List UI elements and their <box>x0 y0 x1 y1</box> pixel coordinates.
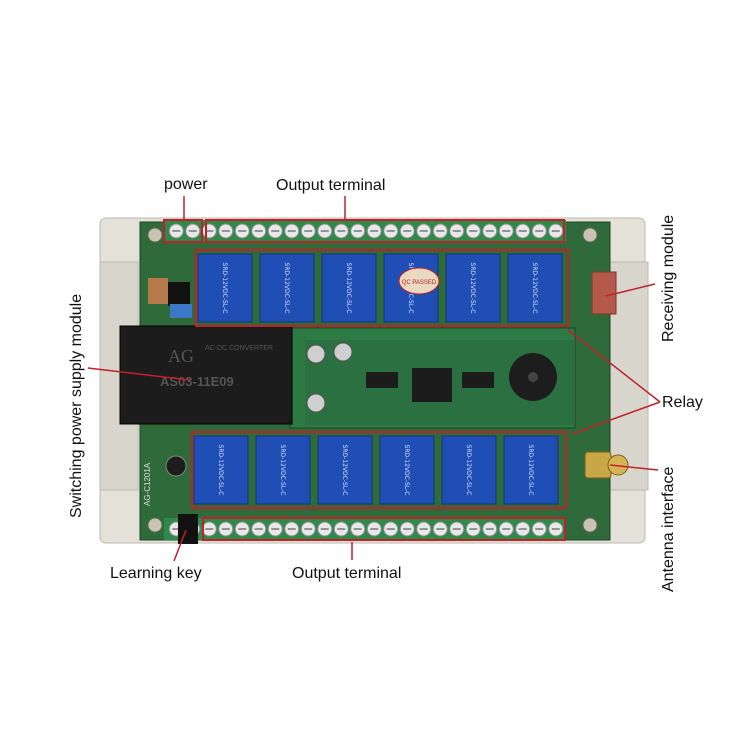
microcontroller-chip <box>412 368 452 402</box>
bottom-output-terminal-label: Output terminal <box>292 565 402 582</box>
relay <box>259 253 315 323</box>
power-module-subtitle: AC-DC CONVERTER <box>205 345 273 352</box>
learning-key-button <box>178 514 198 544</box>
blue-capacitor <box>170 304 192 318</box>
bottom-output-terminal-box <box>202 517 566 541</box>
relay-model-text: SRD-12VDC-SL-C <box>283 263 290 314</box>
mounting-screws <box>147 227 598 533</box>
relay <box>317 435 373 505</box>
electrolytic-capacitor <box>165 455 187 477</box>
antenna-leader <box>609 464 659 471</box>
relay <box>255 435 311 505</box>
power-supply-leader <box>87 367 191 381</box>
board-model: AG-C1201A <box>143 462 152 506</box>
relay-model-text: SRD-12VDC-SL-C <box>345 263 352 314</box>
qc-sticker <box>398 267 440 295</box>
top-relay-box <box>195 249 569 327</box>
power-module-model: AS03-11E09 <box>160 374 234 389</box>
relay-label: Relay <box>662 394 703 411</box>
relay-model-text: SRD-12VDC-SL-C <box>527 445 534 496</box>
receiving-module-leader <box>605 283 656 297</box>
qc-sticker-text: QC PASSED <box>402 280 437 286</box>
relay <box>445 253 501 323</box>
switching-power-supply-label: Switching power supply module <box>68 293 85 518</box>
relay <box>193 435 249 505</box>
relay <box>379 435 435 505</box>
receiving-module-label: Receiving module <box>660 214 677 342</box>
relay <box>321 253 377 323</box>
ic-chip-right <box>462 372 494 388</box>
bottom-terminal-block <box>164 518 566 540</box>
leader-lines <box>87 196 661 562</box>
fuse <box>148 278 168 304</box>
learning-key-leader <box>173 529 187 562</box>
transistor <box>168 282 190 306</box>
relay <box>503 435 559 505</box>
antenna-connector <box>584 451 612 479</box>
relay-leader-bottom <box>571 401 661 435</box>
relay-model-text: SRD-12VDC-SL-C <box>217 445 224 496</box>
antenna-interface-label: Antenna interface <box>660 466 677 592</box>
relay-model-text: SRD-12VDC-SL-C <box>341 445 348 496</box>
power-highlight-box <box>163 219 203 243</box>
top-output-terminal-box <box>205 219 565 243</box>
top-output-terminal-label: Output terminal <box>276 177 386 194</box>
receiving-module <box>591 271 617 315</box>
relay-model-text: SRD-12VDC-SL-C <box>465 445 472 496</box>
relay-leader-top <box>567 329 661 403</box>
relay-model-text: SRD-12VDC-SL-C <box>279 445 286 496</box>
bottom-relay-box <box>191 431 567 509</box>
bottom-relay-row: SRD-12VDC-SL-C SRD-12VDC-SL-C SRD-12VDC-SL… <box>193 435 559 505</box>
relay <box>441 435 497 505</box>
power-module-brand: AG <box>168 346 194 366</box>
annotation-boxes <box>163 219 569 541</box>
top-relay-row: SRD-12VDC-SL-C SRD-12VDC-SL-C SRD-12VDC-SL… <box>197 253 563 323</box>
power-label: power <box>164 176 208 193</box>
relay-model-text: SRD-12VDC-SL-C <box>531 263 538 314</box>
capacitors <box>306 342 353 413</box>
relay-model-text: SRD-12VDC-SL-C <box>221 263 228 314</box>
relay <box>197 253 253 323</box>
relay-model-text: SRD-12VDC-SL-C <box>403 445 410 496</box>
relay-model-text: SRD-12VDC-SL-C <box>469 263 476 314</box>
relay <box>507 253 563 323</box>
enclosure-right-rail <box>607 261 649 491</box>
top-terminal-block <box>164 220 566 242</box>
learning-key-label: Learning key <box>110 565 202 582</box>
ic-chip-left <box>366 372 398 388</box>
